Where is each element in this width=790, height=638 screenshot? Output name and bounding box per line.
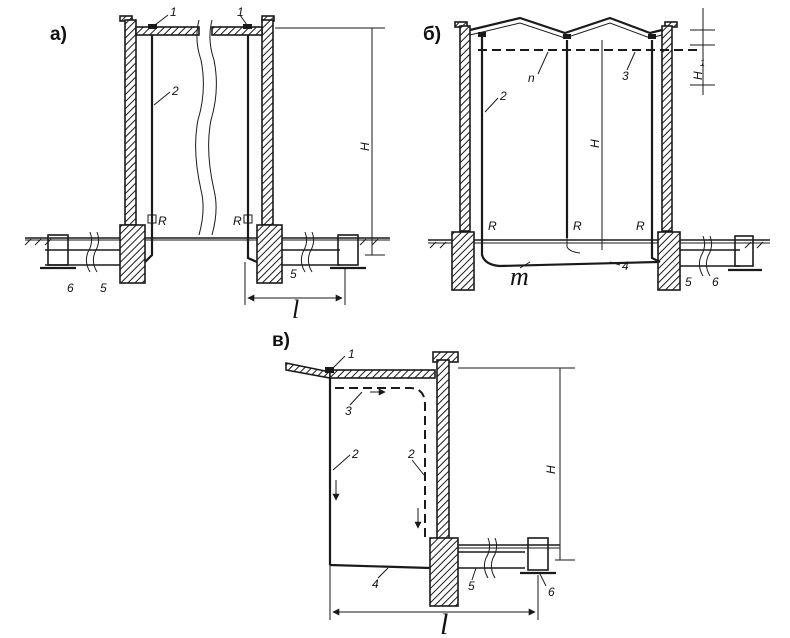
label-R-b3: R — [636, 219, 645, 233]
label-1-left: 1 — [170, 5, 177, 19]
label-6: 6 — [67, 281, 74, 295]
label-5-right: 5 — [290, 267, 297, 281]
label-H1-sub: 1 — [700, 58, 705, 68]
label-6-b: 6 — [712, 275, 719, 289]
label-5-left: 5 — [100, 281, 107, 295]
left-wall-b — [459, 25, 471, 232]
label-4-c: 4 — [372, 577, 379, 591]
label-R-b1: R — [488, 219, 497, 233]
panel-b-label: б) — [423, 24, 441, 45]
panel-b: б) n 3 2 R R R H — [423, 8, 770, 291]
label-H-c: H — [544, 465, 558, 474]
label-R-b2: R — [573, 219, 582, 233]
foundation-b-right — [657, 231, 681, 291]
label-l-a: l — [292, 295, 299, 324]
label-1-c: 1 — [348, 347, 355, 361]
well-left — [47, 234, 69, 266]
label-H-b: H — [588, 139, 602, 148]
well-right — [337, 234, 359, 266]
label-H-a: H — [358, 142, 372, 151]
wall-c — [436, 359, 450, 541]
break-line-1 — [195, 19, 204, 236]
label-5-b: 5 — [685, 275, 692, 289]
label-5-c: 5 — [468, 579, 475, 593]
right-wall — [261, 19, 274, 226]
break-line-2 — [208, 19, 217, 236]
label-3-c: 3 — [345, 404, 352, 418]
well-b — [734, 235, 754, 267]
label-2-b: 2 — [499, 89, 507, 103]
roof-funnel-left — [148, 24, 157, 29]
label-2-c-left: 2 — [351, 447, 359, 461]
panel-c: в) 1 3 2 2 4 — [272, 330, 575, 638]
collector-pipe-c — [329, 563, 431, 570]
label-4-b: 4 — [622, 259, 629, 273]
canopy-left — [285, 362, 331, 379]
foundation-right — [256, 224, 283, 284]
foundation-c — [429, 537, 459, 607]
label-H1-b: H — [691, 71, 705, 80]
right-wall-b — [661, 25, 673, 232]
label-R-left: R — [158, 214, 167, 228]
label-n: n — [528, 71, 535, 85]
panel-a-label: а) — [50, 24, 67, 45]
roof-slab-left — [135, 26, 200, 36]
left-wall — [124, 19, 137, 226]
label-2: 2 — [171, 84, 179, 98]
label-R-right: R — [233, 214, 242, 228]
label-1-right: 1 — [237, 5, 244, 19]
dashed-pipe-c — [335, 387, 426, 540]
foundation-left — [119, 224, 146, 284]
label-m: m — [510, 262, 529, 291]
label-3-b: 3 — [622, 69, 629, 83]
label-2-c-right: 2 — [407, 447, 415, 461]
label-6-c: 6 — [548, 585, 555, 599]
roof-slab-c — [329, 369, 436, 379]
foundation-b-left — [451, 231, 475, 291]
collector-pipe-b — [480, 238, 659, 268]
label-l-c: l — [440, 608, 448, 638]
roof-b — [469, 16, 663, 35]
roof-slab-right — [211, 26, 263, 36]
panel-a: а) 1 1 2 R R — [24, 5, 390, 324]
roof-funnel-right — [243, 24, 252, 29]
panel-c-label: в) — [272, 330, 290, 351]
well-c — [527, 537, 549, 571]
